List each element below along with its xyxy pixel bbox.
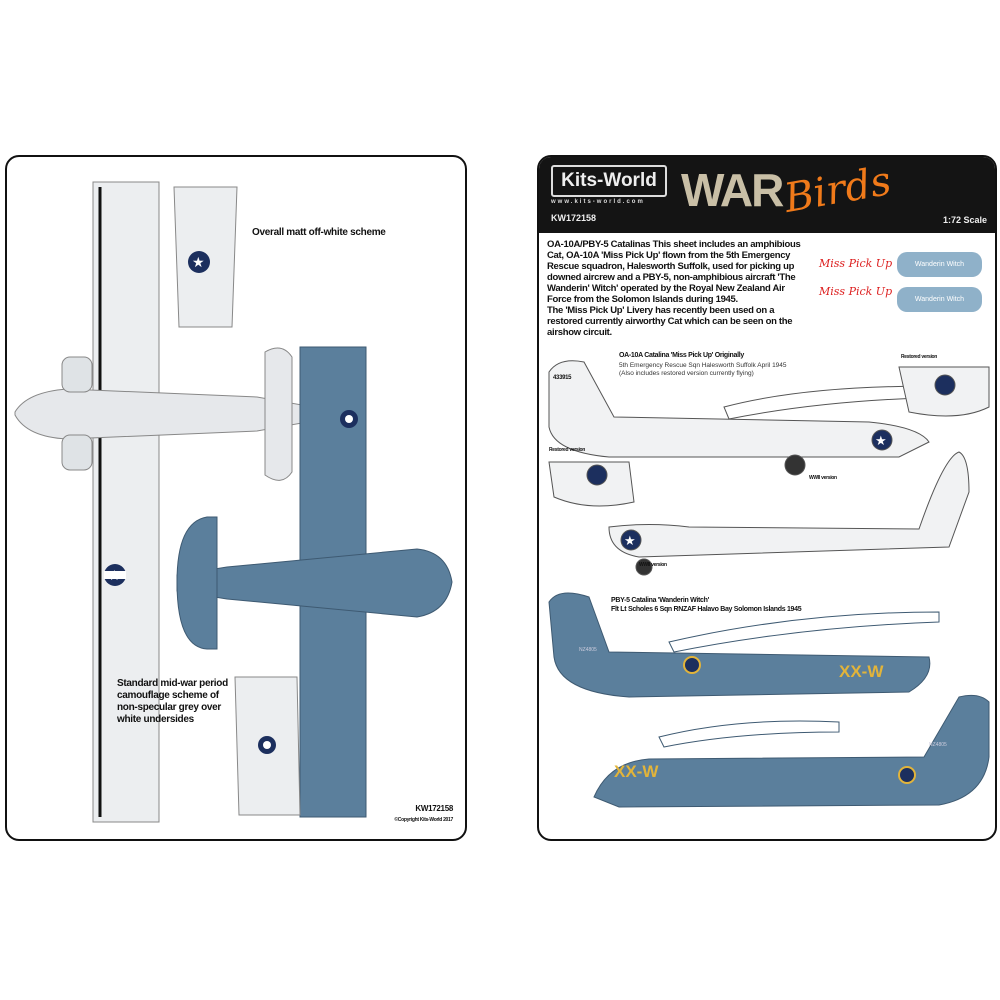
brand-logo: Kits-World	[551, 165, 667, 197]
blue-plane-top-view	[176, 346, 453, 818]
ww2-label-2: WWII version	[639, 562, 667, 568]
scale-label: 1:72 Scale	[942, 215, 987, 225]
series-logo: WAR	[681, 164, 784, 216]
description-body: This sheet includes an amphibious Cat, O…	[547, 239, 801, 305]
svg-text:★: ★	[108, 567, 121, 583]
pby-line1: Flt Lt Scholes 6 Sqn RNZAF Halavo Bay So…	[611, 606, 802, 613]
sheet-code: KW172158	[415, 804, 453, 813]
description: OA-10A/PBY-5 Catalinas This sheet includ…	[547, 239, 807, 338]
side-view-drawings: ★ ★	[548, 360, 990, 808]
oa10-serial: 433915	[553, 375, 572, 381]
pby5-side-view-1	[548, 592, 940, 698]
copyright: ©Copyright Kits-World 2017	[394, 817, 453, 823]
scheme-white-label: Overall matt off-white scheme	[252, 227, 386, 238]
nose-art-miss-pick-up-2: Miss Pick Up	[819, 285, 893, 298]
header-code: KW172158	[551, 213, 597, 223]
svg-text:★: ★	[192, 254, 205, 270]
top-view-drawings: ★ ★	[14, 181, 453, 823]
restored-label-2: Restored version	[549, 447, 586, 453]
oa10-line2: (Also includes restored version currentl…	[619, 370, 754, 377]
brand-url: www.kits-world.com	[551, 199, 645, 205]
svg-text:★: ★	[624, 533, 636, 548]
left-sheet: ★ ★ Overall matt off-white scheme Standa…	[5, 155, 467, 841]
nose-art-miss-pick-up: Miss Pick Up	[819, 257, 893, 270]
header-banner: Kits-World www.kits-world.com KW172158 W…	[539, 157, 995, 233]
white-wing-panel: ★	[173, 186, 238, 328]
pby-serial-2: NZ4805	[929, 742, 947, 748]
restored-label: Restored version	[901, 354, 938, 360]
nose-art-wanderin-witch: Wanderin Witch	[897, 252, 982, 277]
pby-serial-1: NZ4805	[579, 647, 597, 653]
oa10-line1: 5th Emergency Rescue Sqn Halesworth Suff…	[619, 362, 787, 369]
pby-code-2: XX-W	[614, 762, 659, 781]
pby5-side-view-2	[593, 694, 990, 808]
description-note: The 'Miss Pick Up' Livery has recently b…	[547, 305, 793, 338]
restored-side-views	[548, 366, 990, 507]
ww2-label: WWII version	[809, 475, 837, 481]
blue-wing-panel	[234, 676, 301, 816]
right-sheet: Kits-World www.kits-world.com KW172158 W…	[537, 155, 997, 841]
oa10-title: OA-10A Catalina 'Miss Pick Up' Originall…	[619, 352, 744, 359]
pby-title: PBY-5 Catalina 'Wanderin Witch'	[611, 597, 709, 604]
description-title: OA-10A/PBY-5 Catalinas	[547, 239, 651, 250]
pby-code-1: XX-W	[839, 662, 884, 681]
white-plane-top-view: ★	[14, 181, 303, 823]
scheme-grey-label: Standard mid-war period camouflage schem…	[117, 678, 228, 725]
svg-text:★: ★	[875, 433, 887, 448]
nose-art-wanderin-witch-2: Wanderin Witch	[897, 287, 982, 312]
